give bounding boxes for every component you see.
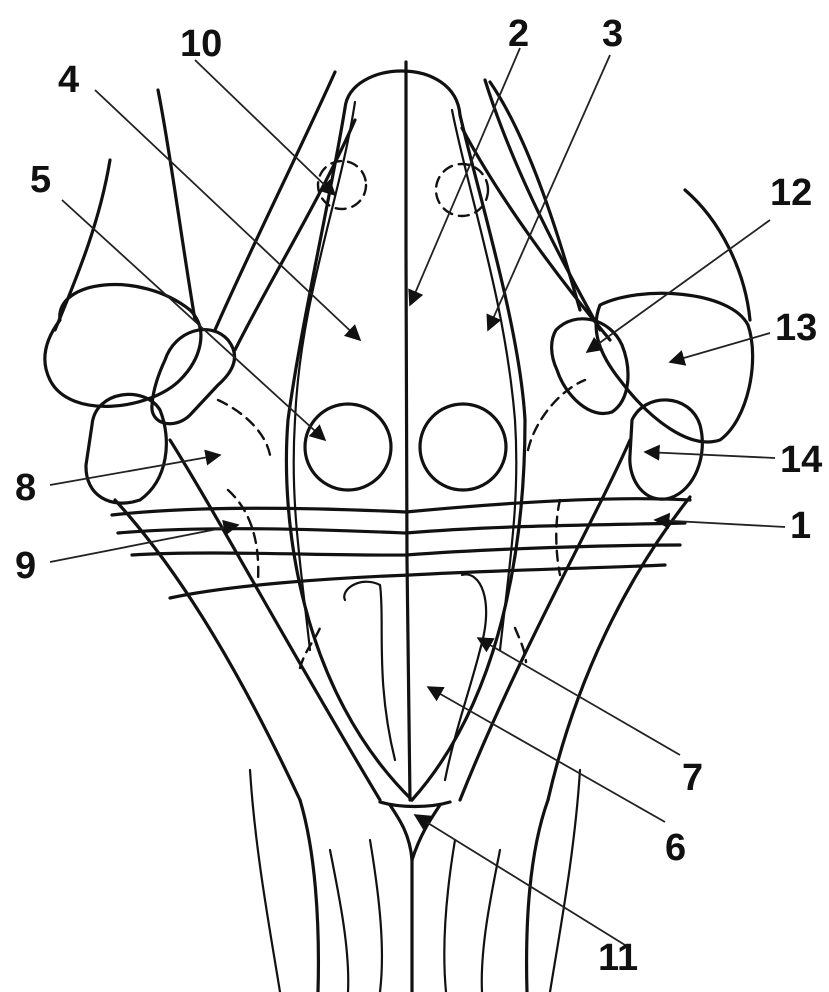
label-13: 13 <box>775 307 817 349</box>
leader-line-11 <box>415 815 625 945</box>
label-6: 6 <box>665 827 686 869</box>
leader-line-13 <box>670 333 770 362</box>
label-10: 10 <box>180 23 222 65</box>
leader-line-2 <box>410 48 520 305</box>
label-2: 2 <box>508 13 529 55</box>
drawing-outlines <box>45 62 753 992</box>
labels: 1 2 3 4 5 6 7 8 9 10 11 12 13 14 <box>15 13 822 979</box>
leader-line-3 <box>488 55 610 330</box>
label-14: 14 <box>780 439 822 481</box>
leader-line-7 <box>478 638 680 755</box>
label-7: 7 <box>682 757 703 799</box>
label-11: 11 <box>598 937 638 979</box>
label-4: 4 <box>58 59 79 101</box>
leader-line-10 <box>195 60 335 195</box>
label-5: 5 <box>30 159 51 201</box>
label-1: 1 <box>790 505 811 547</box>
label-12: 12 <box>770 172 812 214</box>
label-9: 9 <box>15 545 36 587</box>
leader-line-14 <box>645 452 775 458</box>
label-3: 3 <box>602 13 623 55</box>
label-8: 8 <box>15 467 36 509</box>
